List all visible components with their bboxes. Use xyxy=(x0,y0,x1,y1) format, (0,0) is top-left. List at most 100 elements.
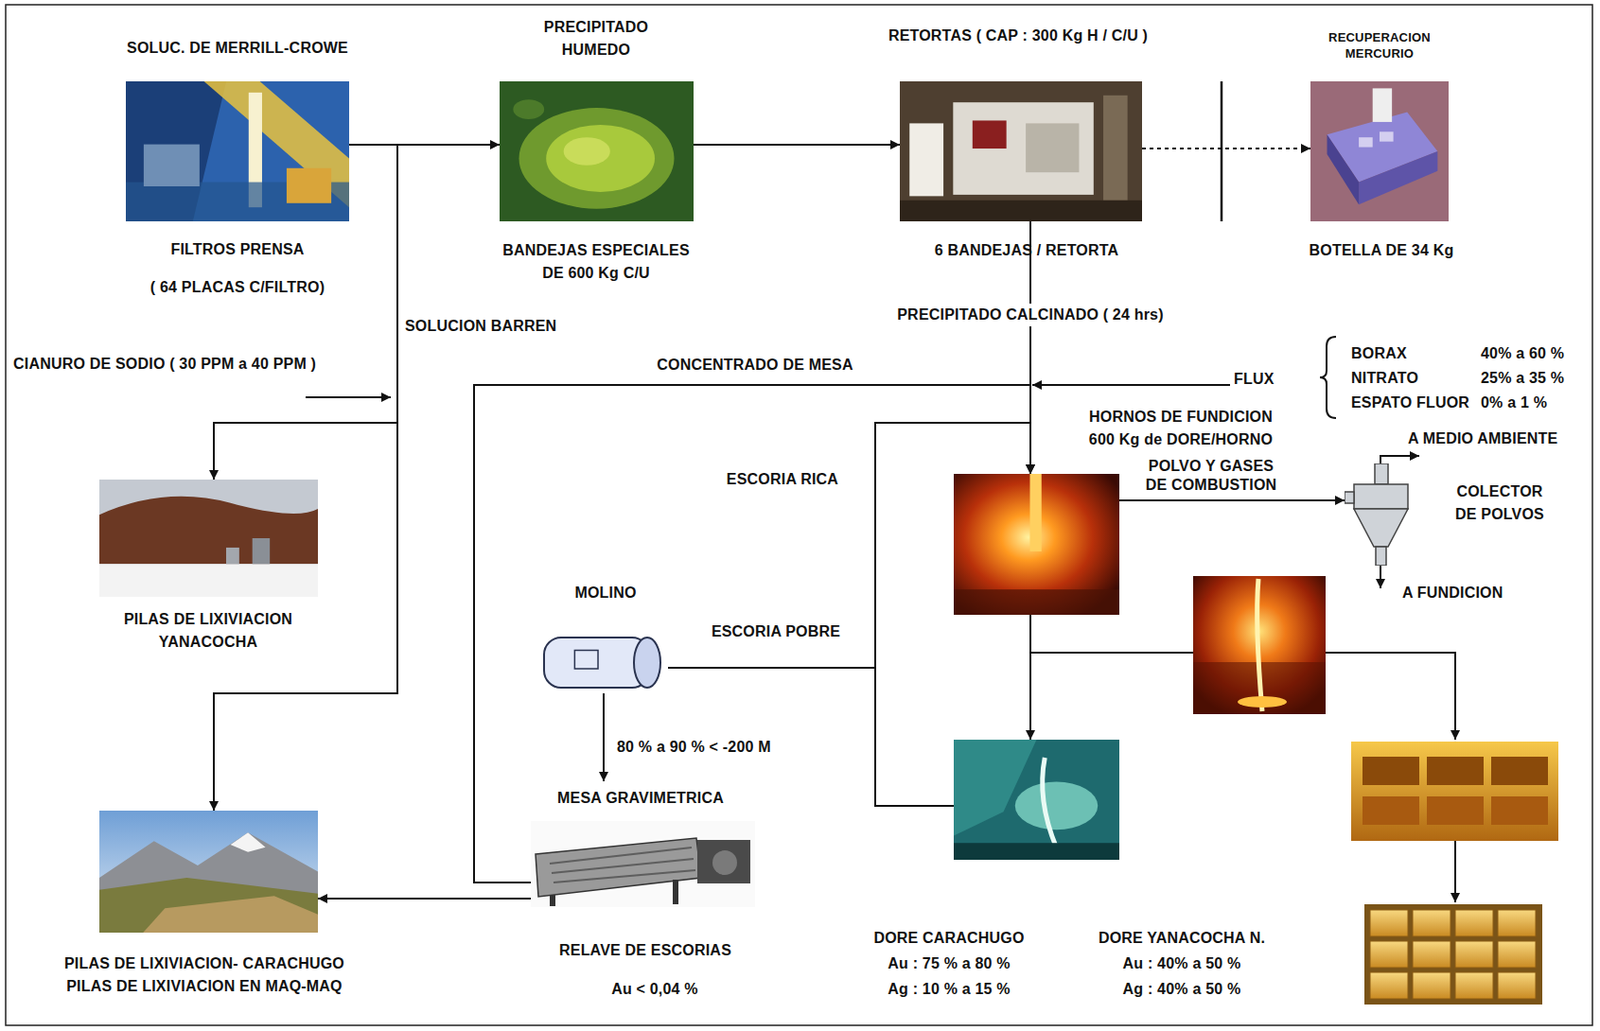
illustration-part xyxy=(1042,757,1057,848)
annotation-label: BORAX xyxy=(1351,342,1407,366)
process-photo xyxy=(99,810,318,933)
illustration-part xyxy=(1358,151,1438,205)
illustration-part xyxy=(1455,941,1494,968)
outer-frame xyxy=(5,4,1593,1026)
flow-connector xyxy=(1029,615,1032,740)
illustration-part xyxy=(953,843,1120,861)
illustration-part xyxy=(99,878,318,933)
process-photo xyxy=(953,739,1120,861)
node-title: DORE CARACHUGO xyxy=(873,927,1024,950)
dust-discharge-arrow xyxy=(1379,565,1382,589)
illustration-part xyxy=(574,650,598,670)
illustration-part xyxy=(1362,796,1420,826)
illustration-part xyxy=(1353,484,1408,510)
node-title: SOLUC. DE MERRILL-CROWE xyxy=(126,36,349,60)
illustration-part xyxy=(1497,910,1536,937)
illustration-part xyxy=(1327,134,1360,205)
illustration-part xyxy=(633,637,661,688)
flow-connector xyxy=(693,143,900,146)
process-photo-box: PRECIPITADO HUMEDOBANDEJAS ESPECIALES DE… xyxy=(499,81,694,222)
illustration-part xyxy=(226,547,240,564)
exhaust-arrow xyxy=(1380,456,1420,464)
illustration-part xyxy=(519,107,675,210)
illustration-part xyxy=(1374,463,1389,485)
node-title: PILAS DE LIXIVIACION- CARACHUGO PILAS DE… xyxy=(57,952,352,999)
process-photo xyxy=(1344,463,1418,566)
process-photo xyxy=(125,81,350,222)
illustration-part xyxy=(1193,576,1326,715)
annotation-label: 0% a 1 % xyxy=(1480,391,1548,415)
node-title: PILAS DE LIXIVIACION YANACOCHA xyxy=(113,608,303,654)
process-photo xyxy=(899,81,1143,222)
illustration-part xyxy=(125,81,350,222)
illustration-part xyxy=(1351,741,1559,842)
illustration-part xyxy=(1310,81,1449,222)
annotation-label: Au < 0,04 % xyxy=(611,978,699,1002)
pouring-photo xyxy=(1193,576,1326,715)
illustration-part xyxy=(1358,137,1373,147)
illustration-part xyxy=(549,895,556,907)
illustration-part xyxy=(99,810,318,933)
node-caption: BANDEJAS ESPECIALES DE 600 Kg C/U xyxy=(499,239,694,285)
flow-label: ESCORIA RICA xyxy=(726,468,839,492)
illustration-part xyxy=(530,821,756,908)
ingot-mold-photo xyxy=(1351,741,1559,842)
annotation-label: DORE YANACOCHA N. xyxy=(1098,927,1266,950)
process-photo-box: MESA GRAVIMETRICA xyxy=(530,781,756,908)
pour-to-mold-arrow xyxy=(1325,652,1456,740)
illustration-part xyxy=(499,81,694,222)
flow-label: POLVO Y GASES DE COMBUSTION xyxy=(1140,457,1283,495)
mercury-line xyxy=(1220,81,1224,222)
node-title: MESA GRAVIMETRICA xyxy=(557,787,724,810)
illustration-part xyxy=(252,538,270,564)
flow-label: SOLUCION BARREN xyxy=(404,315,557,338)
illustration-part xyxy=(1353,509,1408,547)
flow-connector xyxy=(602,693,605,782)
illustration-part xyxy=(99,496,318,564)
flow-label: ESCORIA POBRE xyxy=(711,620,841,644)
illustration-part xyxy=(230,832,266,853)
connector-group xyxy=(213,144,1345,899)
process-photo xyxy=(99,479,318,598)
illustration-part xyxy=(953,739,1038,837)
illustration-part xyxy=(1362,756,1420,786)
process-photo xyxy=(538,632,669,694)
node-title: COLECTOR DE POLVOS xyxy=(1447,480,1552,527)
annotation-label: 25% a 35 % xyxy=(1480,367,1565,390)
illustration-part xyxy=(972,120,1007,149)
flow-label: 80 % a 90 % < -200 M xyxy=(616,736,772,759)
illustration-part xyxy=(1412,910,1451,937)
illustration-part xyxy=(1370,972,1408,1000)
annotation-label: A MEDIO AMBIENTE xyxy=(1407,427,1558,451)
illustration-part xyxy=(1491,756,1548,786)
process-photo xyxy=(1310,81,1449,222)
annotation-label: CIANURO DE SODIO ( 30 PPM a 40 PPM ) xyxy=(13,352,317,376)
process-photo-box: HORNOS DE FUNDICION 600 Kg de DORE/HORNO xyxy=(953,474,1120,616)
flux-feed-arrow xyxy=(1032,384,1231,387)
process-photo-box: PILAS DE LIXIVIACION YANACOCHA xyxy=(99,479,318,598)
process-photo-box: DORE CARACHUGOAu : 75 % a 80 %Ag : 10 % … xyxy=(953,739,1120,861)
illustration-part xyxy=(953,589,1120,616)
flow-connector xyxy=(1142,147,1311,150)
process-photo xyxy=(953,474,1120,616)
annotation-label: A FUNDICION xyxy=(1402,581,1504,605)
illustration-part xyxy=(899,81,1143,222)
illustration-part xyxy=(1455,910,1494,937)
illustration-part xyxy=(286,168,332,204)
illustration-part xyxy=(1030,474,1042,552)
illustration-part xyxy=(1379,131,1394,141)
process-photo-box: RETORTAS ( CAP : 300 Kg H / C/U )6 BANDE… xyxy=(899,81,1143,222)
dore-bars-photo xyxy=(1364,904,1543,1005)
process-photo-box: PILAS DE LIXIVIACION- CARACHUGO PILAS DE… xyxy=(99,810,318,933)
illustration-part xyxy=(1015,781,1099,830)
illustration-part xyxy=(953,739,1120,861)
illustration-part xyxy=(99,563,318,598)
illustration-part xyxy=(1412,941,1451,968)
illustration-part xyxy=(1370,910,1408,937)
process-photo-box: SOLUC. DE MERRILL-CROWEFILTROS PRENSA( 6… xyxy=(125,81,350,222)
illustration-part xyxy=(563,137,611,166)
flux-brace xyxy=(1319,336,1337,419)
annotation-label: 40% a 60 % xyxy=(1480,342,1565,366)
illustration-part xyxy=(712,850,738,876)
illustration-part xyxy=(672,879,679,905)
